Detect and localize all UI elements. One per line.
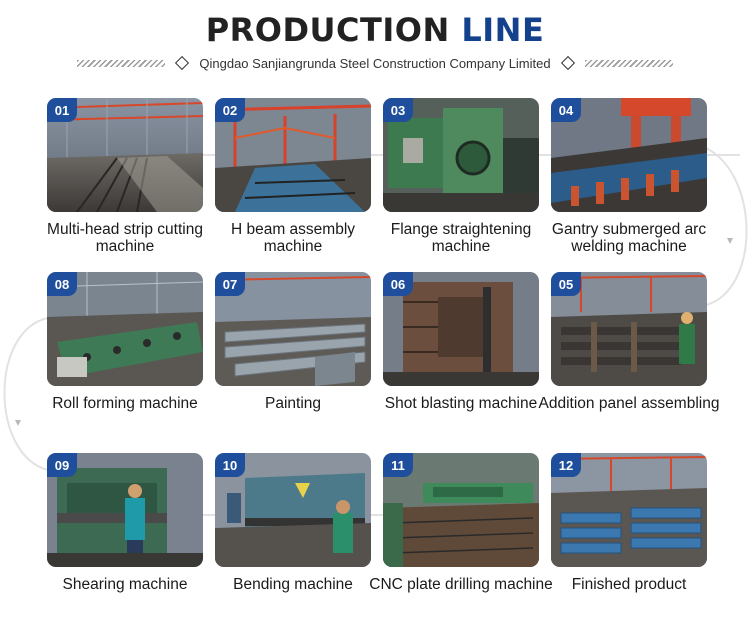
arrow-down-icon-left — [15, 420, 21, 426]
step-card-08: 08 Roll forming machine — [47, 272, 203, 412]
step-label: Multi-head strip cutting machine — [47, 221, 203, 255]
step-number-badge: 07 — [215, 272, 245, 296]
step-photo: 08 — [47, 272, 203, 386]
step-photo: 10 — [215, 453, 371, 567]
step-photo: 11 — [383, 453, 539, 567]
step-label: Finished product — [571, 576, 687, 593]
subtitle-row: Qingdao Sanjiangrunda Steel Construction… — [0, 52, 750, 74]
step-number-badge: 08 — [47, 272, 77, 296]
step-label: H beam assembly machine — [230, 221, 356, 255]
step-card-10: 10 Bending machine — [215, 453, 371, 593]
step-card-05: 05 Addition panel assembling — [539, 272, 719, 412]
arrow-down-icon-right — [727, 238, 733, 244]
step-photo: 12 — [551, 453, 707, 567]
step-number-badge: 12 — [551, 453, 581, 477]
flow-curve-left — [3, 317, 49, 471]
step-card-04: 04 Gantry submerged arc welding machine — [551, 98, 707, 255]
step-number-badge: 01 — [47, 98, 77, 122]
step-card-12: 12 Finished product — [551, 453, 707, 593]
hatch-decoration-left — [77, 59, 166, 67]
step-card-11: 11 CNC plate drilling machine — [369, 453, 553, 593]
step-card-09: 09 Shearing machine — [47, 453, 203, 593]
step-number-badge: 04 — [551, 98, 581, 122]
step-number-badge: 03 — [383, 98, 413, 122]
step-label: Addition panel assembling — [538, 395, 720, 412]
step-photo: 09 — [47, 453, 203, 567]
diamond-icon-left — [175, 55, 190, 71]
step-number-badge: 10 — [215, 453, 245, 477]
step-number-badge: 06 — [383, 272, 413, 296]
step-number-badge: 09 — [47, 453, 77, 477]
step-label: Flange straightening machine — [390, 221, 532, 255]
step-card-03: 03 Flange straightening machine — [383, 98, 539, 255]
diamond-icon-right — [560, 55, 575, 71]
step-card-02: 02 H beam assembly machine — [215, 98, 371, 255]
step-label: Bending machine — [233, 576, 353, 593]
step-card-01: 01 Multi-head strip cutting machine — [47, 98, 203, 255]
step-card-07: 07 Painting — [215, 272, 371, 412]
step-photo: 07 — [215, 272, 371, 386]
step-photo: 01 — [47, 98, 203, 212]
step-label: Painting — [264, 395, 321, 412]
step-number-badge: 02 — [215, 98, 245, 122]
title-main: PRODUCTION — [205, 11, 450, 49]
step-number-badge: 05 — [551, 272, 581, 296]
step-number-badge: 11 — [383, 453, 413, 477]
step-label: Shot blasting machine — [384, 395, 538, 412]
step-label: CNC plate drilling machine — [369, 576, 553, 593]
title-accent: LINE — [461, 11, 545, 49]
step-photo: 03 — [383, 98, 539, 212]
step-photo: 06 — [383, 272, 539, 386]
step-photo: 04 — [551, 98, 707, 212]
step-label: Shearing machine — [62, 576, 188, 593]
step-photo: 02 — [215, 98, 371, 212]
step-card-06: 06 Shot blasting machine — [383, 272, 539, 412]
step-label: Roll forming machine — [52, 395, 198, 412]
hatch-decoration-right — [584, 59, 673, 67]
page-title: PRODUCTION LINE — [0, 10, 750, 50]
company-subtitle: Qingdao Sanjiangrunda Steel Construction… — [199, 55, 551, 71]
step-label: Gantry submerged arc welding machine — [551, 221, 707, 255]
step-photo: 05 — [551, 272, 707, 386]
